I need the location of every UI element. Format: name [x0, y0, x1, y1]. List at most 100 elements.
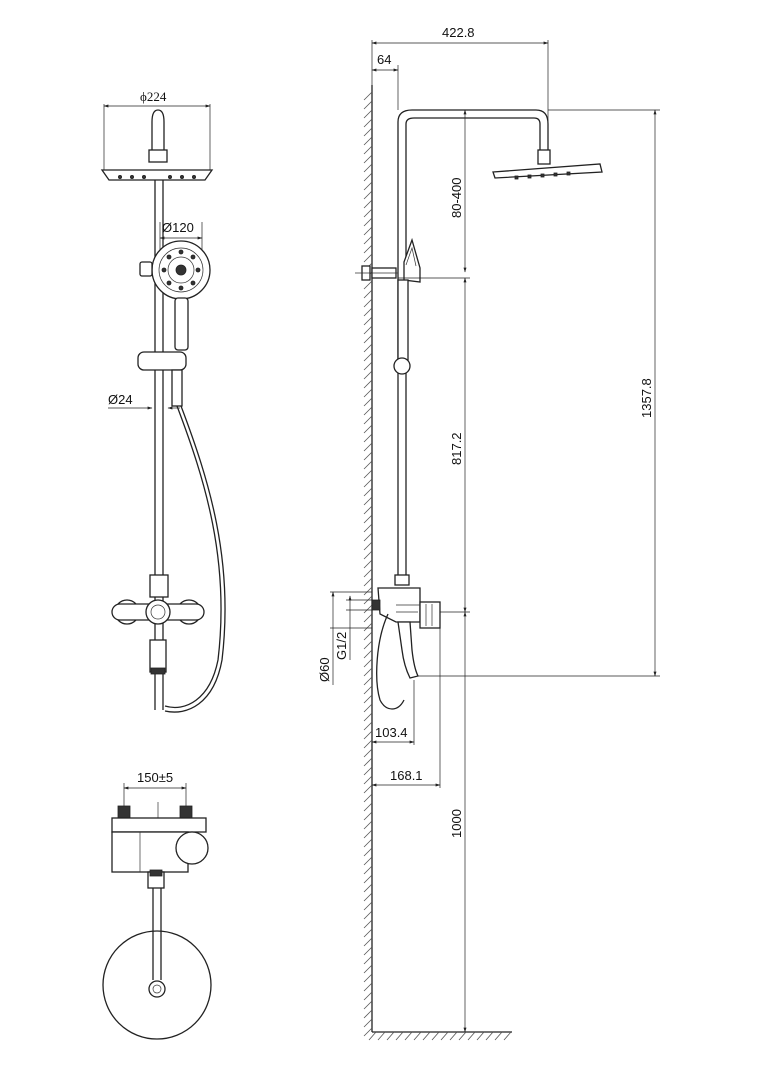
wall-hatch-line: [363, 757, 373, 767]
spout-projection-label: 103.4: [375, 725, 408, 740]
wall-hatch-line: [363, 433, 373, 443]
floor-hatch-line: [395, 1031, 404, 1041]
floor-hatch-line: [404, 1031, 413, 1041]
wall-hatch-line: [363, 838, 373, 848]
wall-hatch-line: [363, 730, 373, 740]
wall-hatch-line: [363, 883, 373, 893]
mount-height-label: 1000: [449, 809, 464, 838]
wall-hatch-line: [363, 235, 373, 245]
wall-hatch-line: [363, 91, 373, 101]
handshower-side: [403, 237, 421, 283]
wall-hatch-line: [363, 703, 373, 713]
wall-hatch-line: [363, 667, 373, 677]
overall-reach-label: 422.8: [442, 25, 475, 40]
wall-hatch-line: [363, 298, 373, 308]
wall-hatch-line: [363, 487, 373, 497]
wall-hatch-line: [363, 577, 373, 587]
front-view: ϕ224 Ø120: [100, 89, 226, 713]
wall-hatch-line: [363, 325, 373, 335]
top-view: 150±5: [102, 770, 212, 1040]
wall-hatch-line: [363, 829, 373, 839]
wall-hatch-line: [363, 352, 373, 362]
wall-hatch-line: [363, 127, 373, 137]
wall-hatch-line: [363, 1000, 373, 1010]
wall-hatch-line: [363, 658, 373, 668]
wall-hatch-line: [363, 946, 373, 956]
wall-hatch-line: [363, 145, 373, 155]
wall-hatch-line: [363, 208, 373, 218]
wall-hatch-line: [363, 856, 373, 866]
hose-front: [164, 405, 222, 709]
wall-hatch-line: [363, 343, 373, 353]
wall-hatch-line: [363, 397, 373, 407]
wall-hatch-line: [363, 694, 373, 704]
floor-hatch-line: [377, 1031, 386, 1041]
wall-hatch-line: [363, 253, 373, 263]
wall-hatch-line: [363, 280, 373, 290]
wall-hatch-line: [363, 622, 373, 632]
wall-hatch-line: [363, 244, 373, 254]
wall-hatch-line: [363, 415, 373, 425]
floor-hatch-line: [431, 1031, 440, 1041]
wall-hatch-line: [363, 316, 373, 326]
wall-hatch-line: [363, 847, 373, 857]
wall-hatch-line: [363, 469, 373, 479]
overall-height-label: 1357.8: [639, 378, 654, 418]
arm-drop-label: 80-400: [449, 178, 464, 218]
wall-hatch-line: [363, 775, 373, 785]
wall-hatch-line: [363, 154, 373, 164]
head-diameter-label: ϕ224: [140, 89, 167, 104]
wall-hatch-line: [363, 964, 373, 974]
rain-head-side: [492, 163, 603, 179]
side-view: 422.8 64 1357.8 80-400: [317, 25, 660, 1041]
wall-hatch-line: [363, 676, 373, 686]
floor-hatch-line: [413, 1031, 422, 1041]
wall-hatch-line: [363, 1018, 373, 1028]
wall-hatch-line: [363, 640, 373, 650]
wall-hatch-line: [363, 568, 373, 578]
wall-hatch-line: [363, 793, 373, 803]
slider-bracket: [137, 351, 187, 371]
wall-hatch-line: [363, 334, 373, 344]
floor-hatch-line: [449, 1031, 458, 1041]
wall-hatch-line: [363, 226, 373, 236]
wall-hatch-line: [363, 217, 373, 227]
wall-hatch-line: [363, 559, 373, 569]
inlet-spacing-label: 150±5: [137, 770, 173, 785]
wall-hatch-line: [363, 190, 373, 200]
wall-hatch-line: [363, 307, 373, 317]
wall-hatch-line: [363, 532, 373, 542]
floor-hatch-line: [494, 1031, 503, 1041]
wall-hatch-line: [363, 424, 373, 434]
wall-hatch-line: [363, 460, 373, 470]
floor-hatch-line: [440, 1031, 449, 1041]
wall-hatch-line: [363, 163, 373, 173]
floor-hatch-line: [386, 1031, 395, 1041]
wall-hatch-line: [363, 541, 373, 551]
wall-hatch-line: [363, 505, 373, 515]
wall-hatch-line: [363, 685, 373, 695]
wall-hatch-line: [363, 1009, 373, 1019]
floor-hatch-line: [422, 1031, 431, 1041]
wall-hatch-line: [363, 865, 373, 875]
valve-projection-label: 168.1: [390, 768, 423, 783]
wall-hatch-line: [363, 973, 373, 983]
wall-hatch-line: [363, 136, 373, 146]
wall-hatch-line: [363, 496, 373, 506]
wall-hatch-line: [363, 442, 373, 452]
wall-hatch-line: [363, 550, 373, 560]
wall-hatch-line: [363, 991, 373, 1001]
wall-hatch-line: [363, 919, 373, 929]
mixer-front: [111, 574, 205, 675]
wall-hatch-line: [363, 586, 373, 596]
wall-hatch-line: [363, 100, 373, 110]
wall-hatch-line: [363, 712, 373, 722]
wall-hatch-line: [363, 406, 373, 416]
wall-hatch-line: [363, 820, 373, 830]
rail-diameter-label: Ø24: [108, 392, 133, 407]
wall-hatch-line: [363, 631, 373, 641]
wall-hatch-line: [363, 901, 373, 911]
wall-hatch-line: [363, 361, 373, 371]
wall-hatch-line: [363, 766, 373, 776]
